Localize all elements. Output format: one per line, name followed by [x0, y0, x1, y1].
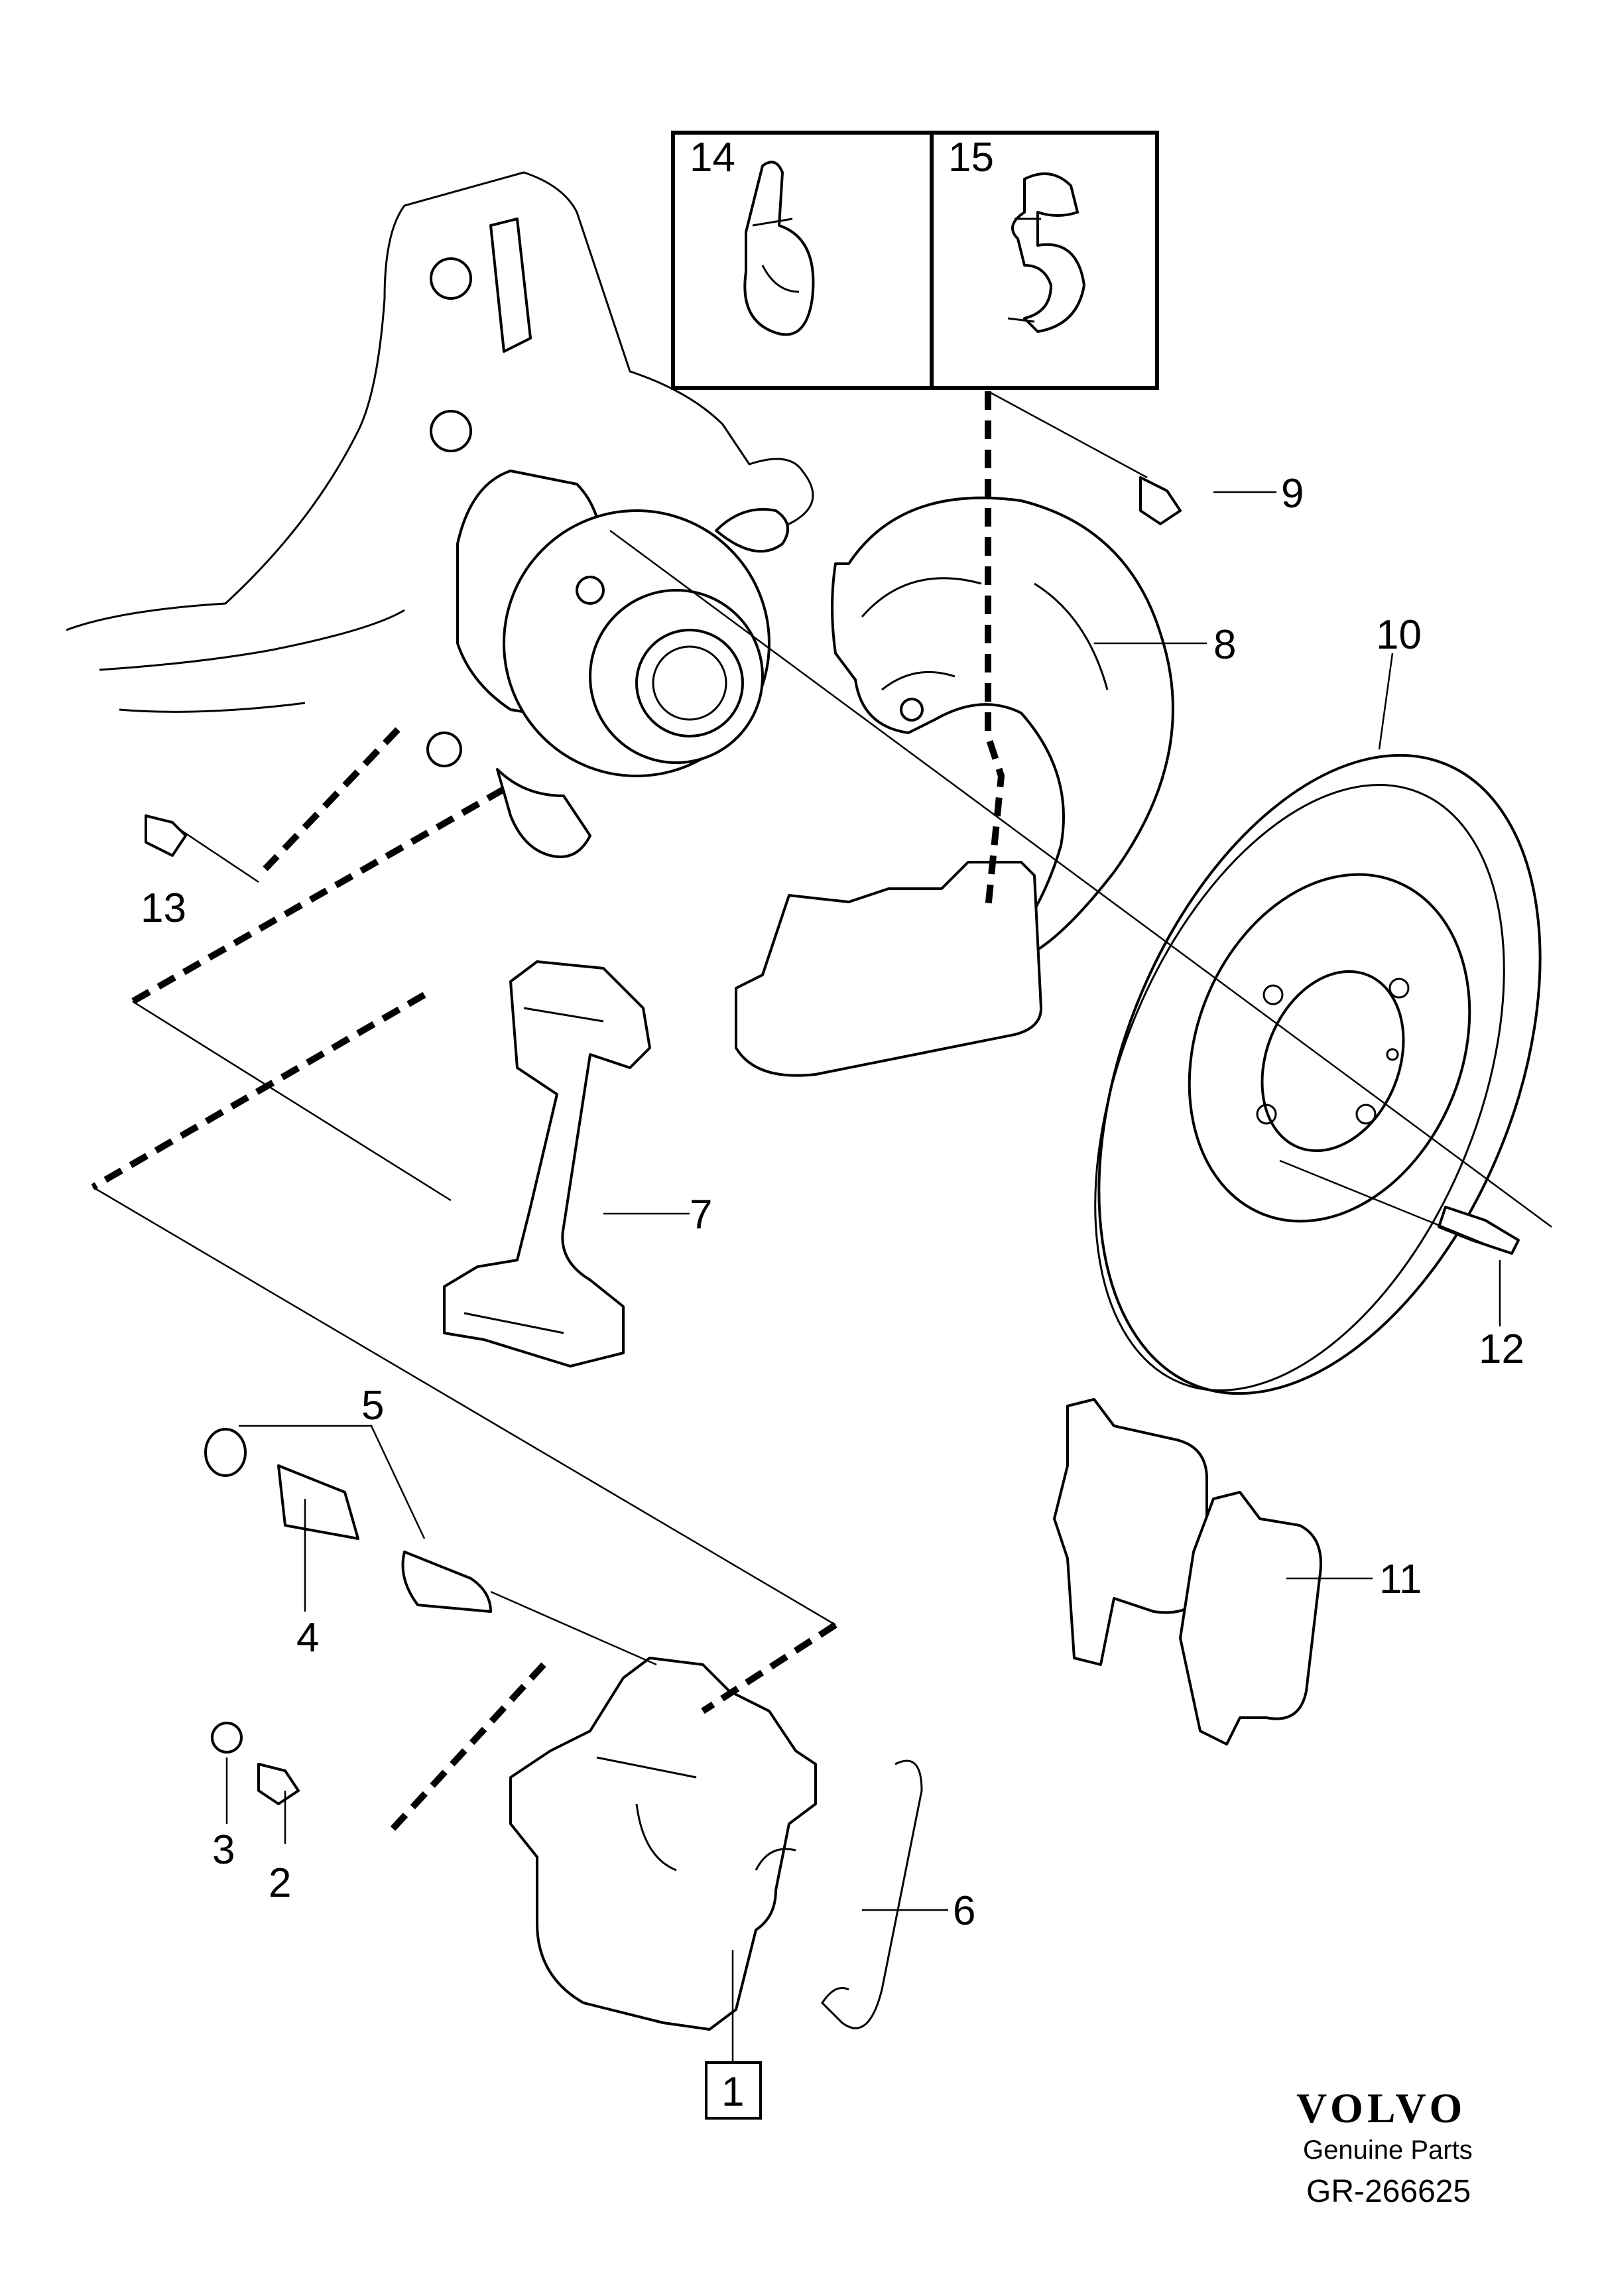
- callout-10: 10: [1376, 612, 1422, 658]
- inset-box-14: [671, 131, 944, 390]
- caliper-carrier: [443, 960, 651, 1368]
- callout-7: 7: [690, 1192, 712, 1238]
- brand-logo: VOLVO: [1296, 2084, 1466, 2132]
- callout-2: 2: [269, 1860, 291, 1906]
- reference-number: GR-266625: [1306, 2174, 1471, 2209]
- bolt-9: [1139, 476, 1182, 525]
- brake-caliper: [509, 1657, 817, 2031]
- anti-squeal-shim: [735, 861, 1042, 1077]
- callout-9: 9: [1281, 471, 1304, 517]
- guide-pin-and-bushing: [204, 1428, 492, 1613]
- callout-6: 6: [953, 1888, 975, 1934]
- retaining-spring: [821, 1759, 923, 2029]
- callout-8: 8: [1213, 622, 1236, 668]
- callout-12: 12: [1479, 1326, 1524, 1372]
- brand-subtitle: Genuine Parts: [1303, 2136, 1473, 2165]
- callout-14: 14: [690, 135, 735, 180]
- steering-knuckle-assembly: [66, 171, 814, 858]
- callout-3: 3: [212, 1827, 235, 1873]
- bleeder-screw: [211, 1722, 300, 1805]
- leader-lines: [92, 390, 1552, 2063]
- brake-disc: [1094, 753, 1542, 1395]
- callout-1-box: 1: [705, 2061, 762, 2120]
- callout-11: 11: [1379, 1557, 1422, 1602]
- callout-1: 1: [721, 2069, 744, 2115]
- callout-15: 15: [948, 135, 994, 180]
- callout-5: 5: [361, 1383, 384, 1429]
- assembly-dashed-lines: [91, 391, 1005, 1833]
- callout-13: 13: [141, 885, 186, 931]
- sensor-pin-12: [1438, 1206, 1520, 1255]
- callout-4: 4: [296, 1615, 319, 1661]
- bolt-13: [145, 814, 187, 857]
- brake-pads: [1053, 1398, 1322, 1746]
- inset-box-15: [930, 131, 1159, 390]
